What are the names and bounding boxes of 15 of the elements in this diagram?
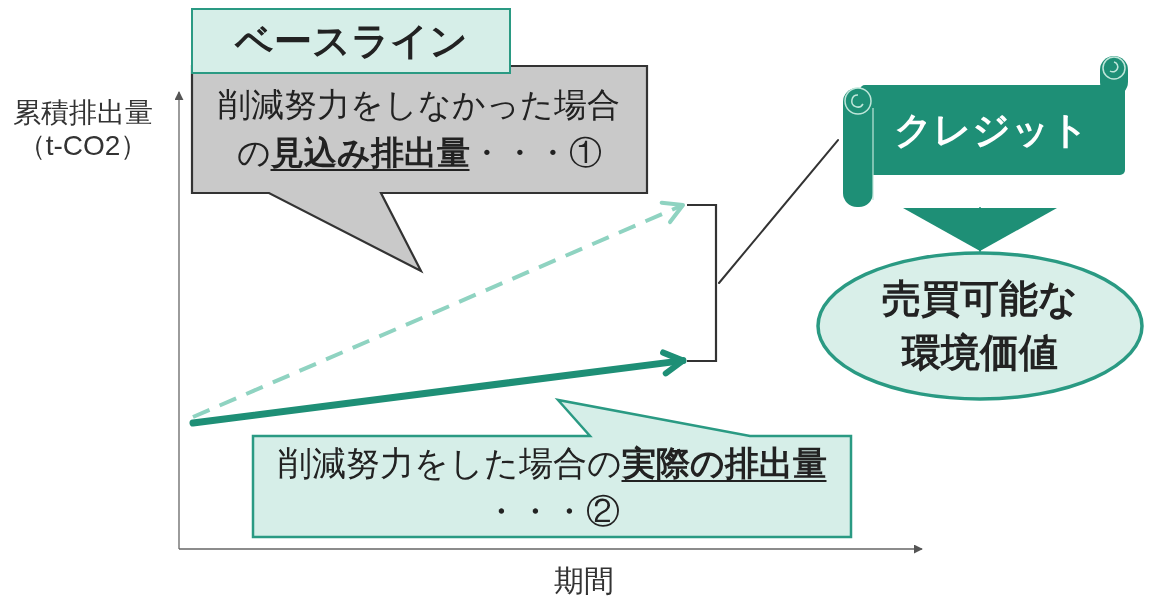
speech-bubble	[252, 398, 852, 538]
tab-box	[191, 8, 511, 74]
ellipse	[816, 251, 1144, 401]
axis-label: 期間	[553, 563, 615, 599]
callout-text: 削減努力をした場合の実際の排出量・・・②	[276, 443, 828, 532]
ellipse-text: 売買可能な環境価値	[881, 276, 1079, 376]
arrow	[189, 349, 687, 427]
down-arrow	[903, 207, 1057, 252]
banner-title: クレジット	[892, 108, 1090, 153]
callout-text: 削減努力をしなかった場合の見込み排出量・・・①	[217, 85, 621, 173]
connector-line	[718, 139, 839, 284]
axis-label: 累積排出量（t-CO2）	[12, 96, 154, 162]
speech-bubble	[191, 65, 648, 273]
tab-title: ベースライン	[233, 19, 469, 64]
dashed-arrow	[192, 200, 686, 419]
